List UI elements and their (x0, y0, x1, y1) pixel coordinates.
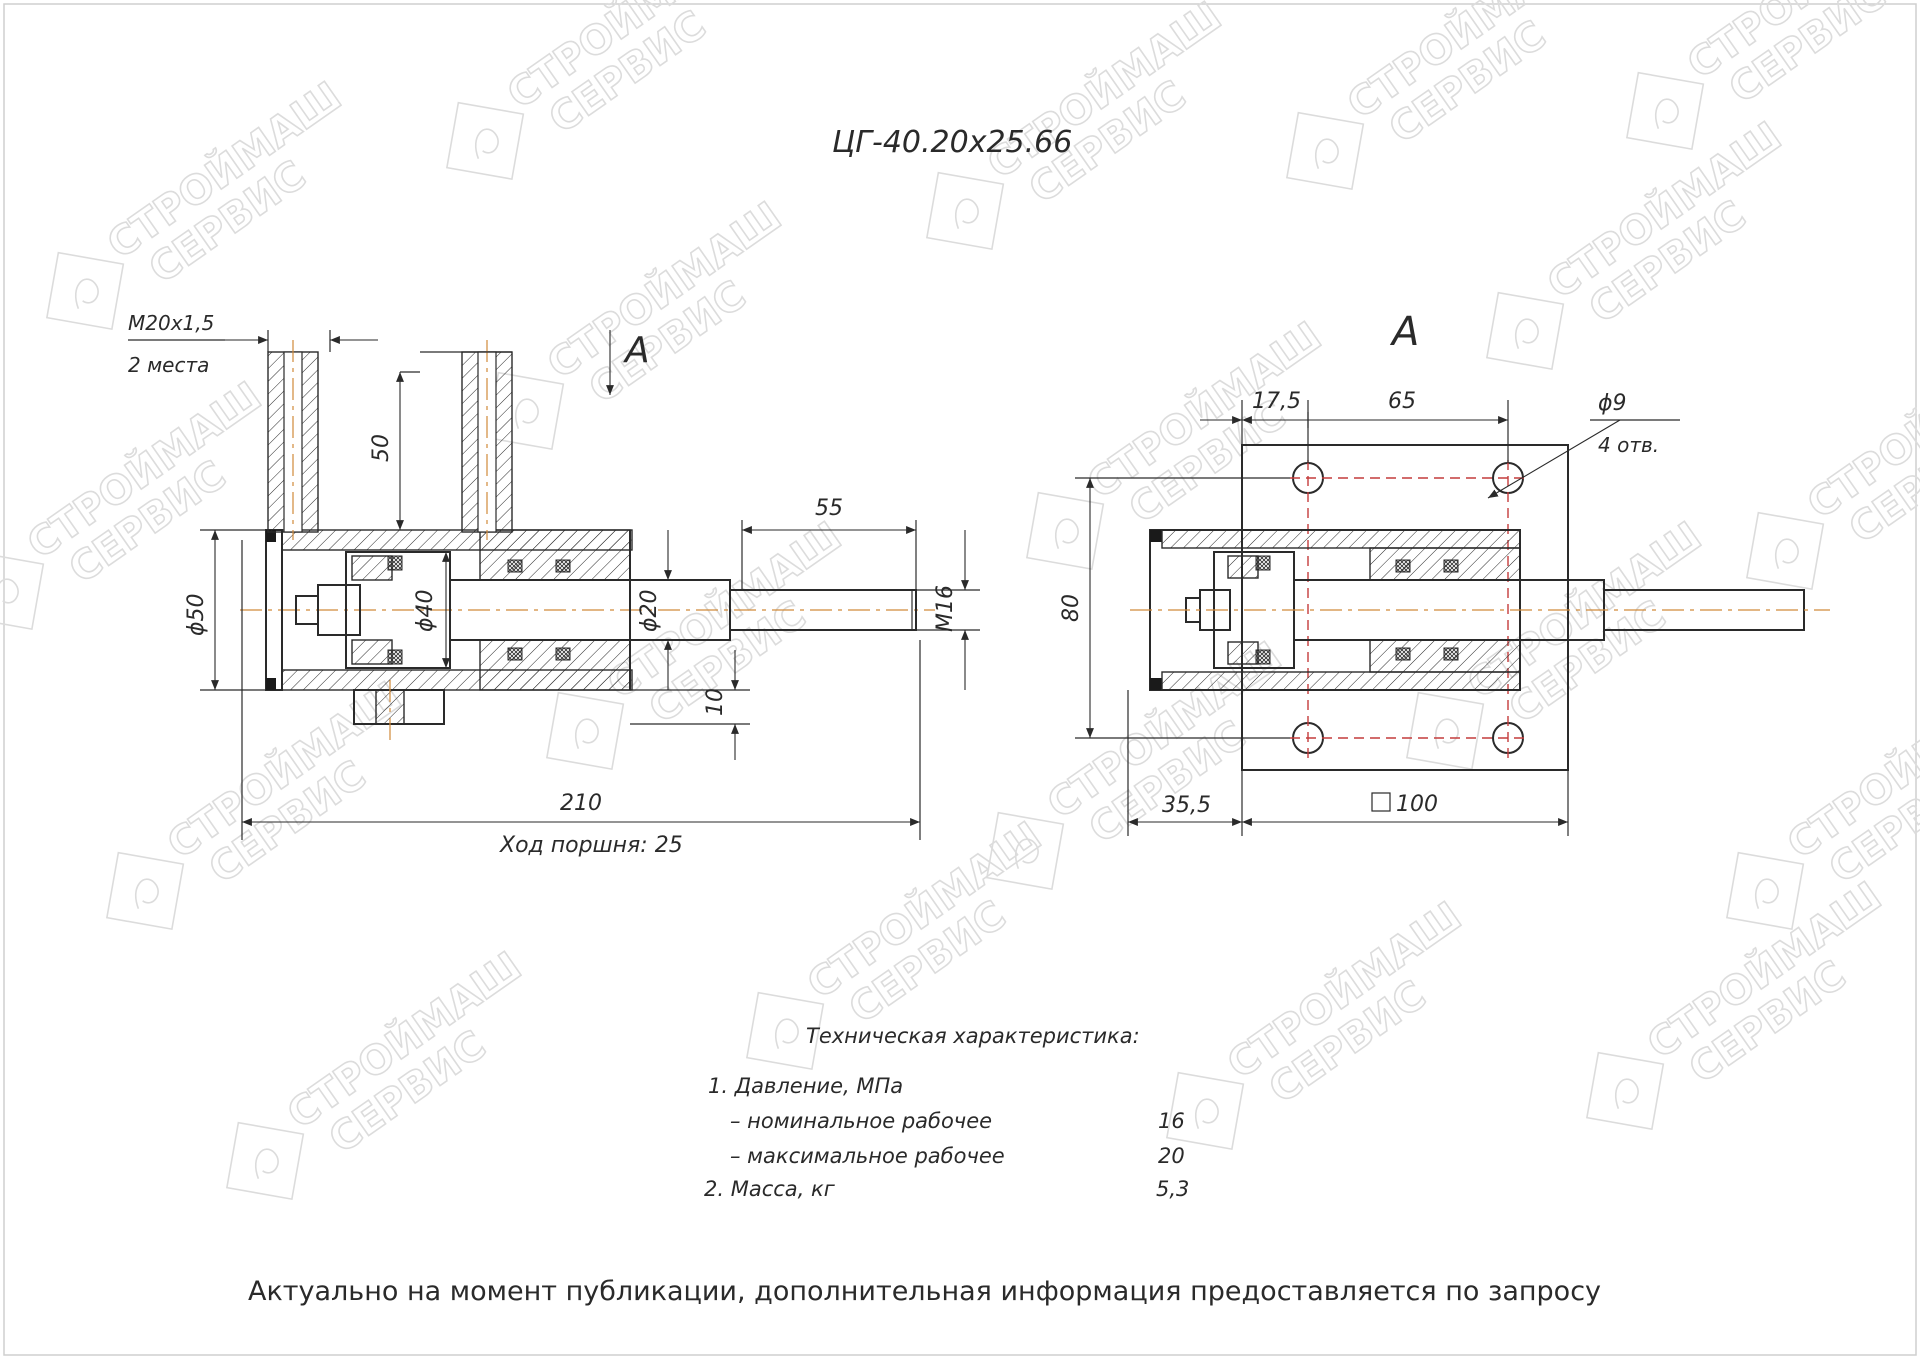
dim-overall-length: 210 (560, 791, 602, 816)
end-view-label: А (1389, 309, 1419, 355)
end-view: А (1059, 309, 1830, 836)
dim-mount-offset: 10 (703, 688, 728, 716)
dim-rod-extension: 55 (815, 496, 843, 521)
dim-height: 80 (1059, 594, 1084, 622)
spec-table: Техническая характеристика: 1. Давление,… (704, 1024, 1189, 1201)
stroke-note: Ход поршня: 25 (499, 833, 683, 858)
dim-bore: ϕ50 (184, 593, 209, 636)
square-symbol (1371, 792, 1391, 812)
dim-flange-square: 100 (1396, 792, 1438, 817)
sheet-border (3, 3, 1917, 1356)
dim-rod-thread: M16 (933, 585, 958, 632)
drawing-title: ЦГ-40.20х25.66 (832, 125, 1072, 160)
thread-count: 2 места (128, 353, 209, 377)
dim-port-height: 50 (369, 434, 394, 462)
dim-hole-spacing: 65 (1388, 389, 1416, 414)
thread-spec: M20x1,5 (128, 311, 214, 335)
view-arrow-label: А (623, 330, 650, 371)
footer-note: Актуально на момент публикации, дополнит… (248, 1276, 1601, 1307)
dim-left-top: 17,5 (1252, 389, 1301, 414)
spec-row-value: 5,3 (1156, 1177, 1189, 1201)
spec-row-value: 20 (1158, 1144, 1185, 1168)
flange (1241, 444, 1569, 771)
port-right (461, 340, 513, 540)
dim-piston: ϕ40 (413, 589, 438, 632)
spec-row-value: 16 (1158, 1109, 1185, 1133)
spec-row-label: 2. Масса, кг (704, 1177, 836, 1201)
spec-row-label: – номинальное рабочее (730, 1109, 992, 1133)
front-view: А M20x1,5 2 места 50 55 M16 ϕ50 ϕ40 (128, 311, 980, 858)
dim-rod: ϕ20 (637, 589, 662, 632)
spec-heading: Техническая характеристика: (806, 1024, 1140, 1048)
hole-diameter: ϕ9 (1598, 391, 1627, 416)
port-left (267, 340, 319, 540)
hole-count: 4 отв. (1598, 433, 1659, 457)
dim-left-bottom: 35,5 (1162, 793, 1211, 818)
spec-row-label: – максимальное рабочее (730, 1144, 1005, 1168)
spec-row-label: 1. Давление, МПа (708, 1074, 903, 1098)
